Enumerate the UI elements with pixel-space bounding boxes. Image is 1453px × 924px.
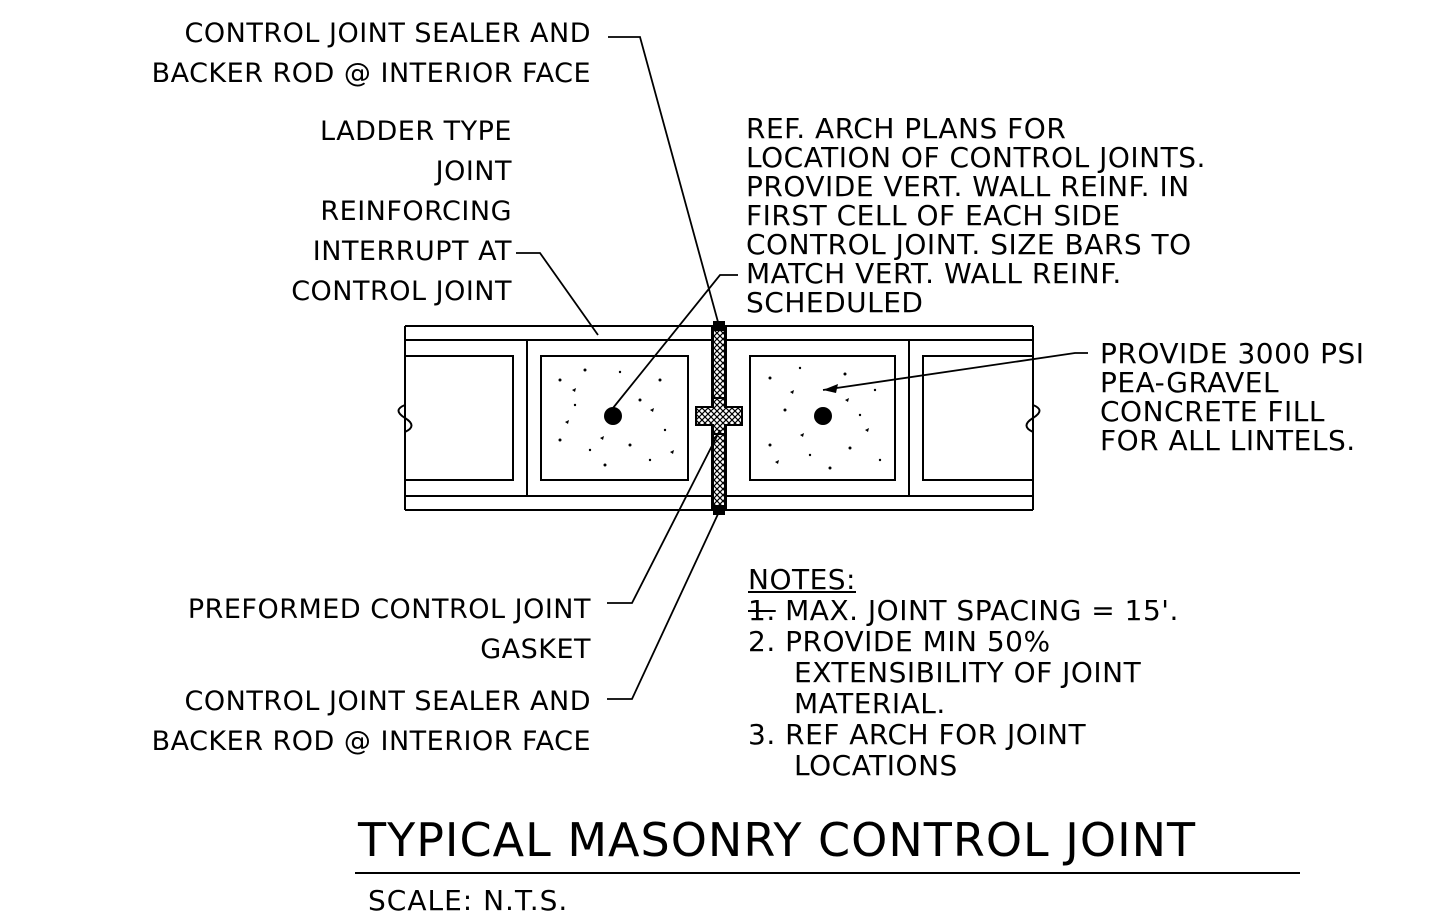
note-item-1: 1. MAX. JOINT SPACING = 15'. bbox=[748, 594, 1179, 627]
note-item-2: 2. PROVIDE MIN 50% bbox=[748, 625, 1051, 658]
leader-lines bbox=[516, 36, 1088, 700]
label-sealer-bottom: CONTROL JOINT SEALER AND BACKER ROD @ IN… bbox=[151, 686, 591, 757]
rebar-left bbox=[604, 407, 622, 425]
note-item-3: 3. REF ARCH FOR JOINT bbox=[748, 718, 1087, 751]
control-joint bbox=[695, 321, 743, 515]
label-ladder-reinforcing: LADDER TYPE JOINT REINFORCING INTERRUPT … bbox=[291, 116, 512, 307]
label-ref-arch-plans: REF. ARCH PLANS FOR LOCATION OF CONTROL … bbox=[746, 112, 1206, 319]
label-concrete-fill: PROVIDE 3000 PSI PEA-GRAVEL CONCRETE FIL… bbox=[1100, 337, 1365, 457]
label-sealer-top: CONTROL JOINT SEALER AND BACKER ROD @ IN… bbox=[151, 18, 591, 89]
left-masonry-unit bbox=[397, 325, 713, 511]
rebar-right bbox=[814, 407, 832, 425]
grout-stipple bbox=[558, 366, 882, 470]
right-masonry-unit bbox=[725, 325, 1041, 511]
drawing-scale: SCALE: N.T.S. bbox=[368, 884, 569, 917]
title-underline bbox=[355, 872, 1300, 874]
notes-heading: NOTES: bbox=[748, 563, 856, 596]
notes-block: NOTES: 1. MAX. JOINT SPACING = 15'. 2. P… bbox=[748, 563, 1179, 782]
label-gasket: PREFORMED CONTROL JOINT GASKET bbox=[187, 594, 591, 665]
leader-arrow-concrete bbox=[823, 384, 838, 393]
drawing-title: TYPICAL MASONRY CONTROL JOINT bbox=[358, 813, 1197, 867]
